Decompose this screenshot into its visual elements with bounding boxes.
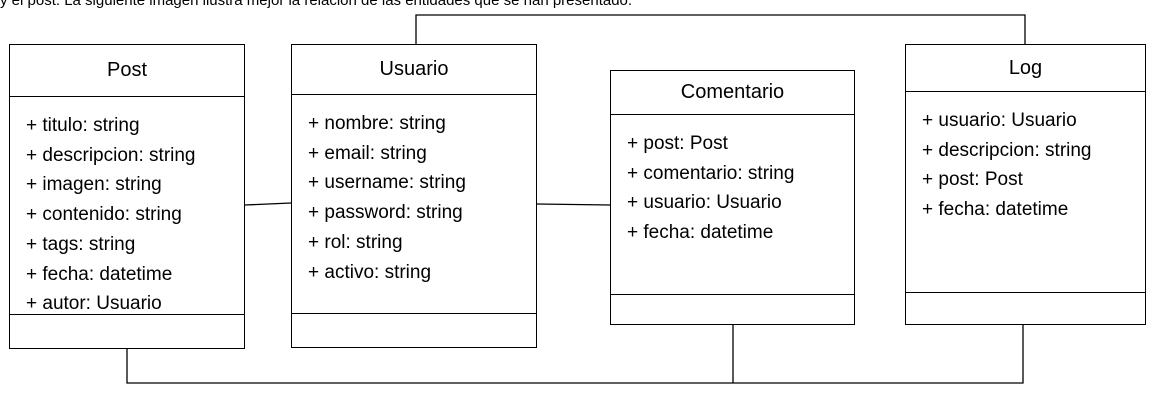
class-attribute: + usuario: Usuario: [627, 192, 782, 214]
class-post: Post + titulo: string + descripcion: stri…: [9, 44, 245, 349]
class-attribute: + fecha: datetime: [627, 222, 774, 244]
class-log: Log + usuario: Usuario + descripcion: str…: [905, 44, 1146, 325]
class-usuario: Usuario + nombre: string+ email: string+…: [291, 44, 537, 348]
class-name: Usuario: [292, 45, 536, 95]
attribute-list: + usuario: Usuario + descripcion: string +…: [906, 92, 1145, 293]
class-attribute: + comentario: string: [627, 162, 795, 184]
class-attribute: + nombre: string: [308, 113, 446, 134]
class-attribute: + email: string: [308, 142, 427, 164]
attribute-list: + titulo: string + descripcion: string + i…: [10, 97, 244, 315]
class-attribute: + post: Post: [922, 169, 1023, 191]
class-attribute: + tags: string: [26, 233, 136, 255]
class-attribute: + usuario: Usuario: [922, 110, 1077, 131]
class-attribute: + rol: string: [308, 231, 403, 253]
class-attribute: + fecha: datetime: [26, 263, 173, 285]
class-name: Log: [906, 45, 1145, 92]
class-comentario: Comentario + post: Post + comentario: str…: [610, 70, 855, 325]
class-attribute: + imagen: string: [26, 174, 162, 196]
post-usuario-connector: [244, 202, 292, 206]
class-attribute: + password: string: [308, 202, 463, 224]
class-attribute: + activo: string: [308, 261, 432, 283]
post-comentario-log-connector: [126, 325, 1024, 384]
usuario-log-connector: [415, 14, 1026, 44]
class-name: Comentario: [611, 71, 854, 115]
class-attribute: + autor: Usuario: [26, 293, 162, 315]
class-attribute: + descripcion: string: [922, 139, 1092, 161]
attribute-list: + post: Post + comentario: string + usuari…: [611, 115, 854, 295]
class-attribute: + fecha: datetime: [922, 199, 1069, 221]
usuario-comentario-connector: [536, 203, 611, 206]
class-attribute: + contenido: string: [26, 204, 182, 226]
cropped-intro-text: y el post. La siguiente imagen ilustra m…: [0, 0, 633, 9]
class-name: Post: [10, 45, 244, 97]
class-attribute: + descripcion: string: [26, 144, 196, 166]
class-attribute: + titulo: string: [26, 115, 140, 136]
attribute-list: + nombre: string + email: string + usernam…: [292, 95, 536, 314]
class-attribute: + username: string: [308, 172, 466, 194]
class-attribute: + post: Post: [627, 133, 728, 154]
